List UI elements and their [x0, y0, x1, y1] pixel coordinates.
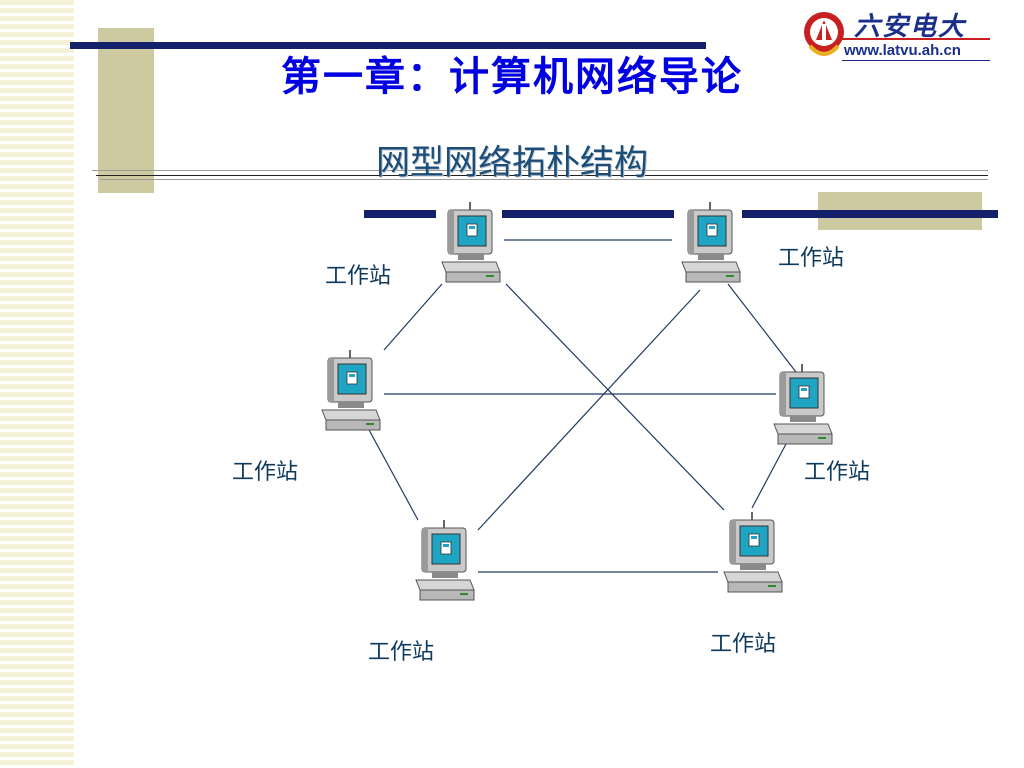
workstation-computer-icon	[441, 202, 501, 283]
title-top-bar	[70, 42, 706, 49]
workstation-computer-icon	[415, 520, 475, 601]
workstation-label: 工作站	[232, 460, 299, 485]
link-mid-left-to-bottom-left	[367, 427, 419, 521]
workstation-label: 工作站	[778, 246, 845, 271]
left-striped-border	[0, 0, 74, 768]
page-title: 第一章：计算机网络导论	[281, 53, 743, 100]
workstation-label: 工作站	[710, 632, 777, 657]
nodes-layer	[321, 202, 833, 601]
workstation-computer-icon	[681, 202, 741, 283]
link-mid-right-to-bottom-right	[751, 443, 787, 509]
logo: 六安电大 www.latvu.ah.cn	[798, 2, 990, 68]
link-top-left-to-bottom-right	[505, 283, 725, 511]
logo-name: 六安电大	[854, 12, 967, 42]
workstation-computer-icon	[773, 364, 833, 445]
diagram-bar-left	[364, 210, 436, 218]
emblem-icon	[804, 12, 844, 56]
link-top-right-to-mid-right	[727, 283, 797, 373]
workstation-label: 工作站	[804, 460, 871, 485]
link-top-left-to-mid-left	[383, 283, 443, 351]
diagram-bar-right	[742, 210, 998, 218]
workstation-label: 工作站	[368, 640, 435, 665]
logo-rule-blue	[842, 60, 990, 61]
workstation-label: 工作站	[325, 264, 392, 289]
page-subtitle: 网型网络拓朴结构	[376, 143, 648, 183]
logo-rule-red	[842, 38, 990, 40]
link-top-right-to-bottom-left	[477, 289, 701, 531]
title-underline-3	[100, 179, 988, 180]
workstation-computer-icon	[321, 350, 381, 431]
workstation-computer-icon	[723, 512, 783, 593]
title-underline-2	[96, 175, 988, 176]
diagram-bar-middle	[502, 210, 674, 218]
logo-url: www.latvu.ah.cn	[844, 42, 961, 59]
title-accent-block	[98, 28, 154, 193]
title-underline-1	[92, 170, 988, 171]
links-layer	[367, 239, 797, 573]
